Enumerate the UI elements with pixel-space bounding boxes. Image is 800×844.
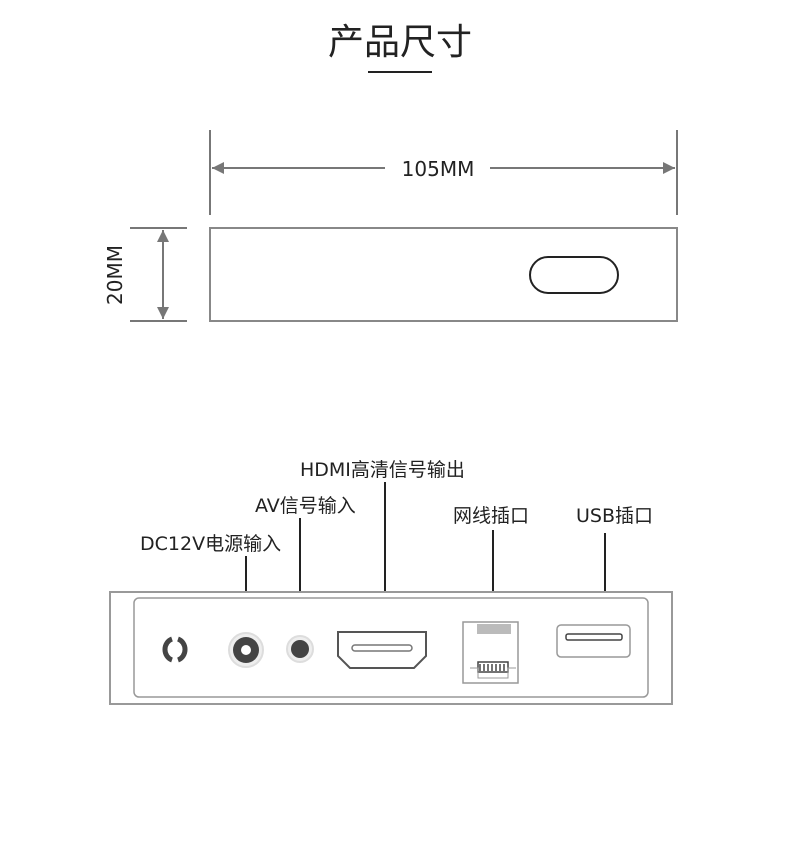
lan-label: 网线插口	[453, 505, 529, 527]
usb-port-icon	[556, 624, 631, 658]
width-dimension: 105MM	[209, 130, 678, 215]
device-side-view	[209, 227, 678, 322]
power-button-icon	[162, 636, 188, 663]
av-jack-icon	[286, 635, 314, 663]
ethernet-port-icon	[462, 621, 519, 684]
dc-label: DC12V电源输入	[140, 533, 281, 555]
av-label: AV信号输入	[255, 495, 356, 517]
width-label: 105MM	[402, 157, 475, 181]
hdmi-port-icon	[337, 631, 427, 669]
dc-jack-icon	[228, 632, 264, 668]
hdmi-label: HDMI高清信号输出	[300, 459, 465, 481]
height-dimension: 20MM	[103, 227, 187, 322]
side-slot	[529, 256, 619, 294]
page-title: 产品尺寸	[328, 22, 472, 63]
usb-label: USB插口	[576, 505, 653, 527]
height-label: 20MM	[103, 245, 127, 305]
